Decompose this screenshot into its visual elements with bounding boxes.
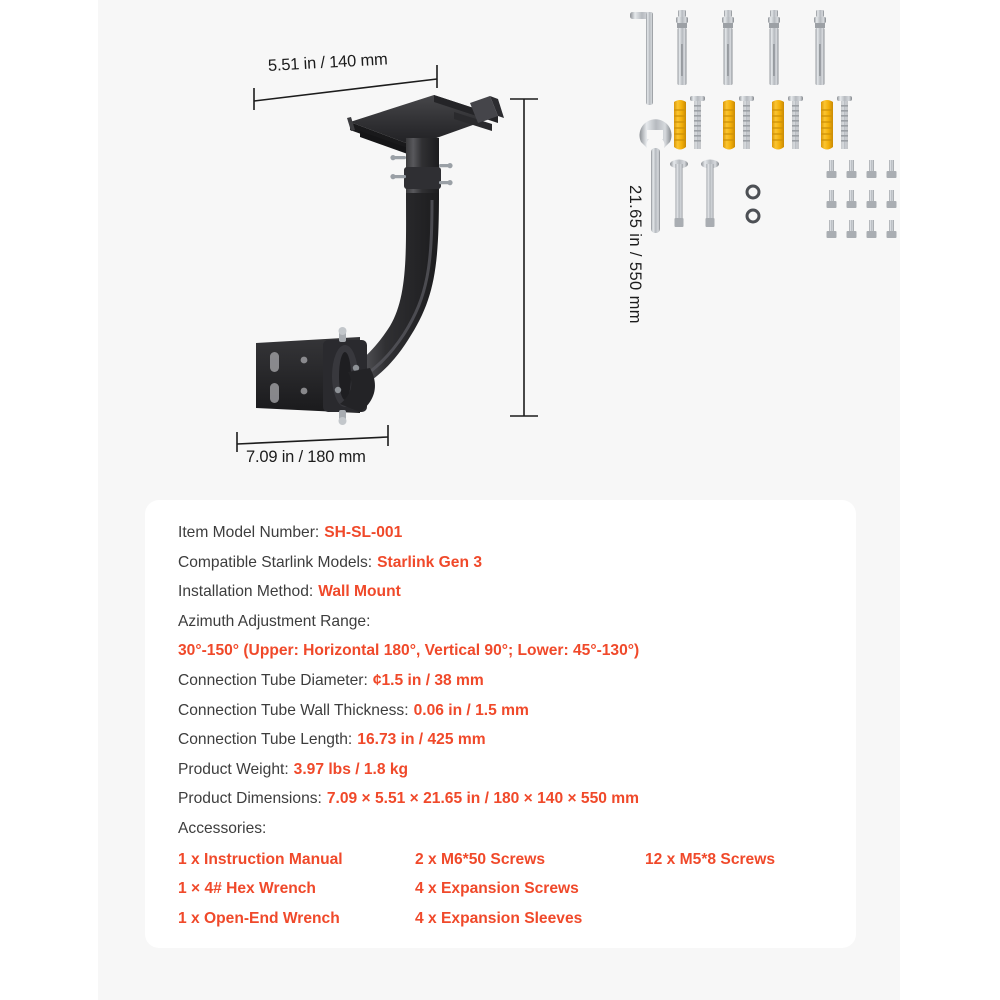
spec-label: Connection Tube Length: bbox=[178, 731, 353, 749]
dimension-label-height: 21.65 in / 550 mm bbox=[626, 185, 644, 324]
spec-value: ¢1.5 in / 38 mm bbox=[372, 671, 484, 689]
spec-value: Wall Mount bbox=[318, 583, 401, 601]
accessory-item bbox=[645, 874, 838, 904]
bracket-illustration bbox=[256, 95, 504, 425]
accessory-item bbox=[645, 904, 838, 934]
spec-row-tube-diameter: Connection Tube Diameter: ¢1.5 in / 38 m… bbox=[178, 666, 838, 696]
spec-value: 16.73 in / 425 mm bbox=[357, 731, 486, 749]
spec-row-installation-method: Installation Method: Wall Mount bbox=[178, 577, 838, 607]
accessory-item: 2 x M6*50 Screws bbox=[415, 850, 546, 868]
accessory-item: 1 x Instruction Manual bbox=[178, 850, 343, 868]
spec-label: Product Weight: bbox=[178, 760, 289, 778]
spec-label: Compatible Starlink Models: bbox=[178, 553, 373, 571]
spec-row-product-weight: Product Weight: 3.97 lbs / 1.8 kg bbox=[178, 755, 838, 785]
spec-row-model: Item Model Number: SH-SL-001 bbox=[178, 518, 838, 548]
spec-label: Azimuth Adjustment Range: bbox=[178, 612, 371, 630]
expansion-sleeves-group bbox=[674, 96, 852, 150]
spec-value: 3.97 lbs / 1.8 kg bbox=[293, 760, 409, 778]
top-mounting-plate bbox=[347, 95, 504, 157]
m6-screws-group bbox=[670, 159, 719, 227]
spec-row-tube-length: Connection Tube Length: 16.73 in / 425 m… bbox=[178, 725, 838, 755]
spec-row-azimuth-heading: Azimuth Adjustment Range: bbox=[178, 607, 838, 637]
hardware-kit bbox=[630, 10, 897, 238]
hex-wrench-icon bbox=[630, 12, 653, 105]
dimension-lines bbox=[236, 65, 538, 452]
m5-screws-group bbox=[826, 160, 897, 238]
specification-card: Item Model Number: SH-SL-001 Compatible … bbox=[145, 500, 856, 948]
spec-row-tube-wall-thickness: Connection Tube Wall Thickness: 0.06 in … bbox=[178, 696, 838, 726]
accessory-item: 4 x Expansion Sleeves bbox=[415, 909, 583, 927]
spec-row-product-dimensions: Product Dimensions: 7.09 × 5.51 × 21.65 … bbox=[178, 784, 838, 814]
spec-label: Connection Tube Diameter: bbox=[178, 671, 368, 689]
accessories-grid: 1 x Instruction Manual 2 x M6*50 Screws … bbox=[178, 845, 838, 934]
accessories-heading: Accessories: bbox=[178, 819, 267, 837]
adjustment-bolts bbox=[390, 155, 453, 186]
product-diagram: 5.51 in / 140 mm 21.65 in / 550 mm 7.09 … bbox=[98, 0, 900, 500]
accessory-item: 12 x M5*8 Screws bbox=[645, 850, 776, 868]
accessory-item: 4 x Expansion Screws bbox=[415, 880, 579, 898]
spec-value: Starlink Gen 3 bbox=[377, 553, 483, 571]
spec-value: SH-SL-001 bbox=[324, 524, 403, 541]
spec-label: Item Model Number: bbox=[178, 524, 320, 541]
open-end-wrench-icon bbox=[639, 119, 672, 233]
spec-row-compatible-models: Compatible Starlink Models: Starlink Gen… bbox=[178, 548, 838, 578]
spec-value: 7.09 × 5.51 × 21.65 in / 180 × 140 × 550… bbox=[326, 790, 639, 808]
accessory-item: 1 × 4# Hex Wrench bbox=[178, 880, 316, 898]
spec-value: 0.06 in / 1.5 mm bbox=[413, 701, 529, 719]
expansion-screws-group bbox=[676, 10, 826, 85]
spec-label: Installation Method: bbox=[178, 583, 314, 601]
washers-group bbox=[745, 184, 761, 224]
tube-collar bbox=[404, 167, 441, 189]
accessory-item: 1 x Open-End Wrench bbox=[178, 909, 340, 927]
diagram-canvas bbox=[236, 10, 897, 452]
spec-value-azimuth-range: 30°-150° (Upper: Horizontal 180°, Vertic… bbox=[178, 642, 640, 660]
specification-list: Item Model Number: SH-SL-001 Compatible … bbox=[178, 518, 838, 933]
dimension-label-depth: 7.09 in / 180 mm bbox=[246, 448, 366, 466]
spec-label: Product Dimensions: bbox=[178, 790, 322, 808]
curved-arm bbox=[336, 193, 439, 390]
spec-label: Connection Tube Wall Thickness: bbox=[178, 701, 409, 719]
